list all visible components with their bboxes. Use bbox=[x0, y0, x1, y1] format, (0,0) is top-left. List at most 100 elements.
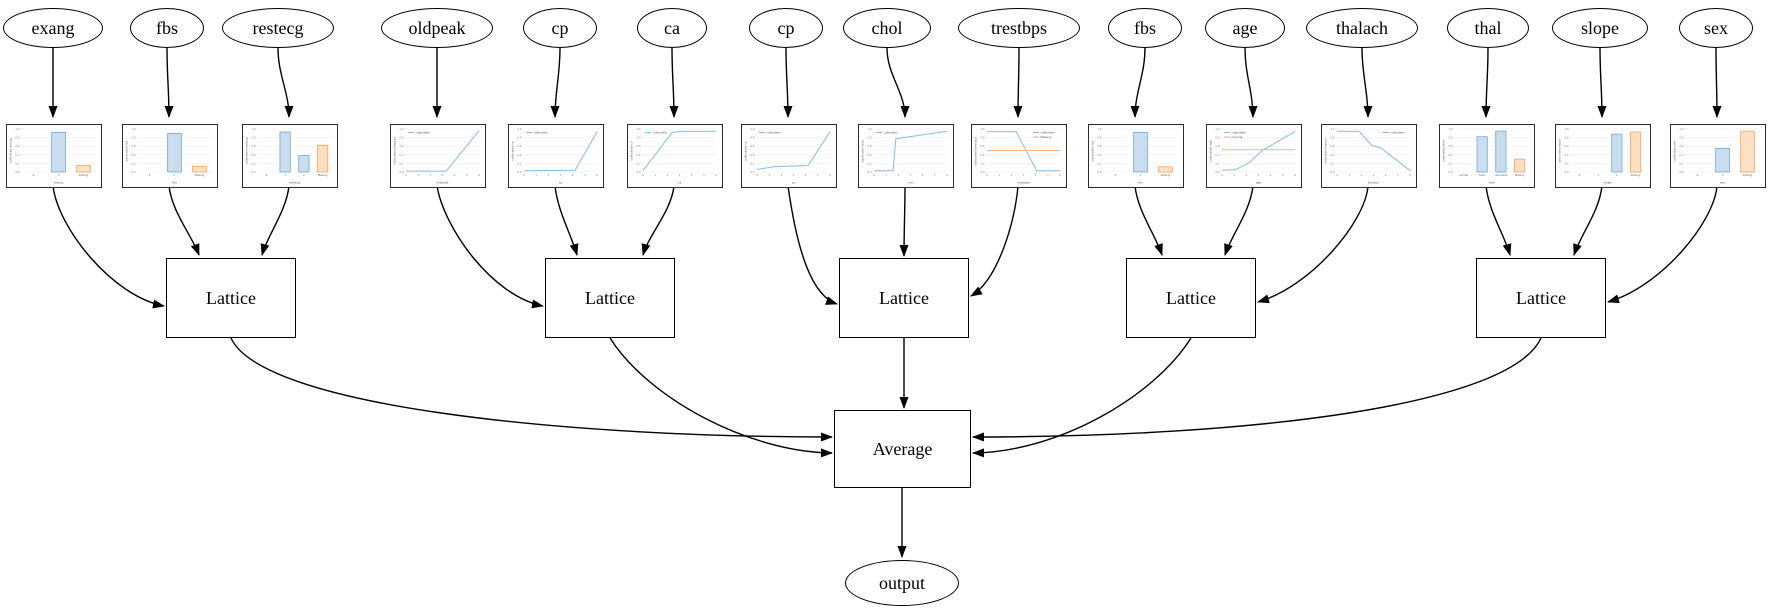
y-tick-label: 0.6 bbox=[636, 144, 640, 148]
y-tick-label: 0.4 bbox=[251, 153, 255, 157]
edge-feature-to-chart-slope-13 bbox=[1597, 47, 1607, 118]
feature-node-restecg: restecg bbox=[222, 8, 334, 48]
average-node: Average bbox=[834, 410, 971, 488]
lattice-label: Lattice bbox=[1166, 287, 1216, 308]
feature-node-cp: cp bbox=[523, 8, 597, 48]
x-category-label: fixed bbox=[1479, 173, 1486, 177]
series-line-calibrated bbox=[1221, 131, 1296, 171]
feature-label: trestbps bbox=[991, 17, 1047, 38]
chart-ylabel: calibrated exang bbox=[9, 138, 13, 163]
y-tick-label: 0.4 bbox=[517, 153, 521, 157]
edge-chart-to-lattice-3 bbox=[436, 185, 544, 309]
feature-node-slope: slope bbox=[1552, 8, 1648, 48]
edge-chart-to-lattice-6 bbox=[787, 185, 838, 305]
edge-feature-to-chart-ca-5 bbox=[669, 47, 679, 118]
y-tick-label: 0.2 bbox=[517, 161, 521, 165]
feature-node-exang: exang bbox=[3, 8, 103, 48]
y-tick-label: 1.0 bbox=[517, 127, 521, 131]
bar-reversible bbox=[1495, 130, 1507, 173]
y-tick-label: 0.4 bbox=[1448, 153, 1452, 157]
y-tick-label: 0.0 bbox=[131, 170, 135, 174]
y-tick-label: 0.6 bbox=[251, 144, 255, 148]
x-tick-label: 5 bbox=[1047, 174, 1049, 177]
y-tick-label: 0.4 bbox=[15, 153, 19, 157]
feature-label: cp bbox=[777, 17, 795, 38]
edge-lattice-to-average-4 bbox=[972, 337, 1542, 442]
edge-feature-to-chart-fbs-9 bbox=[1130, 47, 1146, 118]
y-tick-label: 0.4 bbox=[1097, 153, 1101, 157]
y-tick-label: 0.2 bbox=[980, 161, 984, 165]
y-tick-label: 0.2 bbox=[867, 161, 871, 165]
y-tick-label: 1.0 bbox=[1679, 127, 1683, 131]
x-tick-label: 1 bbox=[768, 174, 770, 177]
feature-label: fbs bbox=[1134, 17, 1156, 38]
feature-node-thalach: thalach bbox=[1306, 8, 1418, 48]
x-tick-label: 0 bbox=[986, 174, 988, 177]
y-tick-label: 0.8 bbox=[1448, 136, 1452, 140]
x-tick-label: 0 bbox=[1336, 174, 1338, 177]
x-category-label: Missing bbox=[79, 173, 89, 177]
bar-1 bbox=[167, 132, 182, 173]
y-tick-label: 0.2 bbox=[750, 161, 754, 165]
lattice-node-0: Lattice bbox=[166, 258, 296, 338]
y-tick-label: 1.0 bbox=[1097, 127, 1101, 131]
lattice-label: Lattice bbox=[879, 287, 929, 308]
y-tick-label: 0.6 bbox=[867, 144, 871, 148]
x-category-label: 1 bbox=[1140, 173, 1142, 177]
y-tick-label: 0.0 bbox=[1215, 170, 1219, 174]
y-tick-label: 0.4 bbox=[1679, 153, 1683, 157]
bar-1 bbox=[1133, 132, 1148, 173]
x-tick-label: 4 bbox=[454, 174, 456, 177]
feature-node-fbs: fbs bbox=[130, 8, 204, 48]
chart-ylabel: calibrated thalach bbox=[1324, 137, 1328, 164]
y-tick-label: 0.6 bbox=[750, 144, 754, 148]
series-line-calibrated bbox=[756, 131, 831, 170]
edge-chart-to-lattice-11 bbox=[1257, 185, 1369, 304]
x-tick-label: 0 bbox=[642, 174, 644, 177]
y-tick-label: 0.2 bbox=[251, 161, 255, 165]
x-tick-label: 2 bbox=[1011, 174, 1013, 177]
feature-label: thalach bbox=[1336, 17, 1388, 38]
y-tick-label: 0.0 bbox=[517, 170, 521, 174]
y-tick-label: 0.4 bbox=[636, 153, 640, 157]
y-tick-label: 0.0 bbox=[1448, 170, 1452, 174]
y-tick-label: 0.6 bbox=[15, 144, 19, 148]
y-tick-label: 0.6 bbox=[1679, 144, 1683, 148]
edge-chart-to-lattice-2 bbox=[260, 185, 290, 256]
x-tick-label: 1 bbox=[998, 174, 1000, 177]
x-tick-label: 5 bbox=[584, 174, 586, 177]
feature-label: slope bbox=[1581, 17, 1619, 38]
x-tick-label: 3 bbox=[560, 174, 562, 177]
y-tick-label: 0.2 bbox=[1097, 161, 1101, 165]
y-tick-label: 0.0 bbox=[1679, 170, 1683, 174]
x-tick-label: 2 bbox=[667, 174, 669, 177]
y-tick-label: 0.4 bbox=[399, 153, 403, 157]
x-category-label: 0 bbox=[266, 173, 268, 177]
edge-feature-to-chart-chol-7 bbox=[886, 47, 910, 118]
x-tick-label: 0 bbox=[1221, 174, 1223, 177]
y-tick-label: 1.0 bbox=[1448, 127, 1452, 131]
y-tick-label: 0.2 bbox=[1330, 161, 1334, 165]
y-tick-label: 1.0 bbox=[867, 127, 871, 131]
y-tick-label: 0.6 bbox=[1215, 144, 1219, 148]
x-tick-label: 5 bbox=[934, 174, 936, 177]
x-tick-label: 1 bbox=[654, 174, 656, 177]
edge-lattice-to-average-0 bbox=[230, 337, 833, 442]
x-tick-label: 0 bbox=[523, 174, 525, 177]
chart-xlabel: chol bbox=[907, 181, 913, 185]
y-tick-label: 0.6 bbox=[517, 144, 521, 148]
x-category-label: normal bbox=[1459, 173, 1468, 177]
chart-ylabel: calibrated restecg bbox=[245, 137, 249, 164]
y-tick-label: 0.8 bbox=[750, 136, 754, 140]
edge-chart-to-lattice-8 bbox=[970, 185, 1019, 297]
x-tick-label: 3 bbox=[679, 174, 681, 177]
x-tick-label: 6 bbox=[1059, 174, 1061, 177]
